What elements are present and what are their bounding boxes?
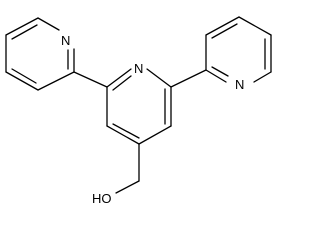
bond [5,17,39,36]
atom-label-n-right: N [235,77,244,92]
double-bond-inner [11,24,38,40]
central-pyridine-ring [106,68,172,145]
atom-label-hydroxyl: HO [92,191,112,206]
bond [205,16,240,36]
double-bond-inner [112,75,132,91]
chemical-structure: N N N HO [5,16,272,206]
atom-label-n-left: N [61,33,70,48]
bond [146,68,172,88]
double-bond-inner [11,68,37,84]
double-bond-inner [112,123,140,139]
bond [37,71,75,91]
inter-ring-bond-right [170,69,207,88]
left-pyridine-ring [5,17,75,91]
right-pyridine-ring [205,16,272,83]
atom-label-n-central: N [134,61,143,76]
bond [37,17,60,31]
bond [106,68,132,88]
double-bond-inner [211,23,238,39]
bond [106,125,140,145]
inter-ring-bond-left [73,71,108,88]
double-bond-inner [211,66,229,77]
bond-ch2-to-oh [115,180,140,194]
bond [205,69,227,83]
bond [253,71,272,83]
bond [5,71,39,91]
bond [238,16,272,36]
bond [138,125,172,145]
